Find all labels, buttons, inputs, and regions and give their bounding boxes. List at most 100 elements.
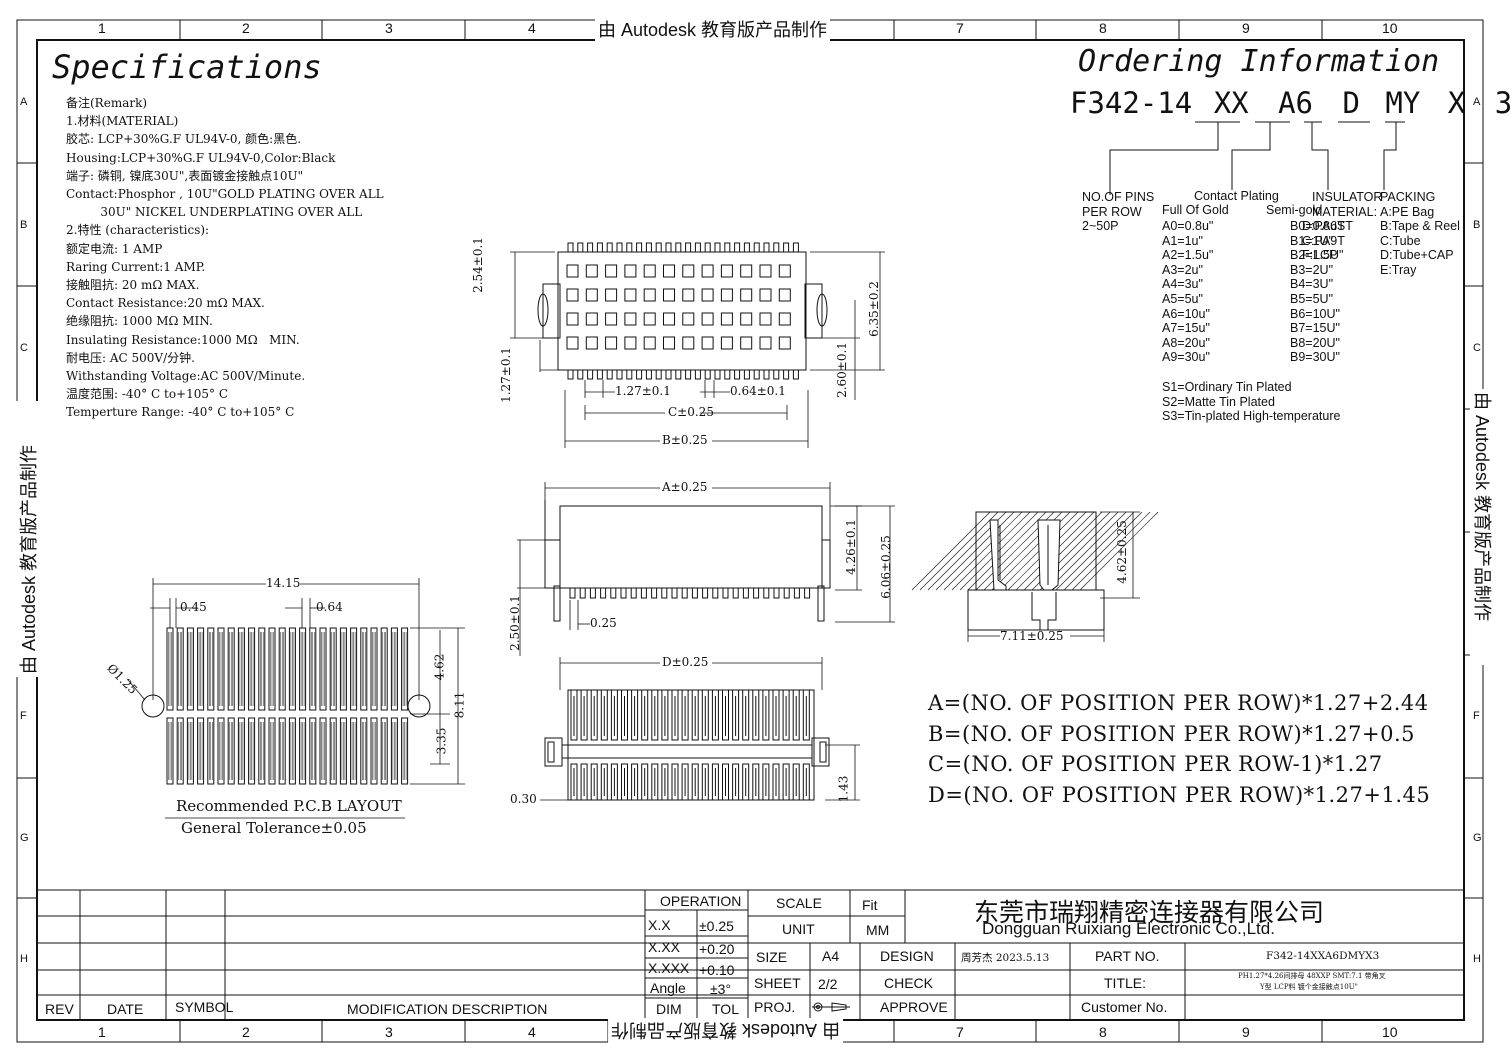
- top-pin: [645, 369, 652, 380]
- pcb-title: Recommended P.C.B LAYOUT: [176, 797, 402, 815]
- top-view-dims: [510, 251, 885, 448]
- cavity-square: [740, 312, 753, 326]
- pcb-pad: [197, 627, 205, 711]
- bottom-contact: [621, 763, 628, 801]
- ordering-leaders: [1109, 121, 1405, 195]
- ordering-insulator: INSULATOR MATERIAL: D:PA6T C:PA9T F:LCP: [1302, 190, 1382, 263]
- side-pin: [783, 587, 790, 599]
- cavity-square: [605, 264, 618, 278]
- ruler-top-10: 10: [1382, 20, 1398, 36]
- cavity-square: [663, 264, 675, 278]
- bottom-contact: [621, 689, 628, 741]
- cavity-square: [566, 264, 579, 278]
- dim-1-27-vertical: 1.27±0.1: [498, 347, 513, 403]
- pcb-pad: [319, 717, 327, 785]
- pcb-pad: [360, 717, 368, 785]
- top-pin: [636, 369, 643, 380]
- cavity-square: [682, 336, 695, 350]
- ordering-plating-header: Contact Plating: [1194, 189, 1279, 203]
- formula-a: A=(NO. OF POSITION PER ROW)*1.27+2.44: [928, 691, 1429, 715]
- bottom-contact: [671, 689, 679, 741]
- cavity-square: [682, 264, 695, 278]
- top-pin: [734, 369, 741, 380]
- ordering-insulator-line: C:PA9T: [1302, 233, 1345, 248]
- bottom-contact: [631, 689, 639, 741]
- spec-line: Insulating Resistance:1000 MΩ MIN.: [66, 332, 300, 347]
- side-pin: [600, 587, 607, 599]
- pcb-pad: [288, 717, 296, 785]
- bottom-contact: [681, 689, 689, 741]
- ruler-bottom-3: 3: [385, 1024, 393, 1040]
- cavity-square: [605, 288, 618, 302]
- cavity-square: [759, 312, 772, 326]
- cavity-square: [643, 336, 656, 350]
- pcb-pad: [360, 627, 368, 711]
- top-pin: [773, 369, 780, 380]
- cavity-square: [663, 288, 675, 302]
- cavity-square: [759, 336, 772, 350]
- bottom-contact: [752, 689, 760, 741]
- spec-line: 接触阻抗: 20 mΩ MAX.: [66, 278, 200, 293]
- top-pin: [587, 369, 594, 380]
- pcb-pad: [350, 717, 358, 785]
- pcb-pad: [207, 627, 215, 711]
- pcb-pad: [370, 717, 378, 785]
- tb-xxxx-tol: +0.10: [699, 962, 735, 978]
- cavity-square: [682, 312, 695, 326]
- bottom-contact: [631, 763, 639, 801]
- ordering-packing-line: E:Tray: [1380, 262, 1417, 277]
- bottom-contact: [570, 763, 578, 801]
- plating-option: A2=1.5u": [1162, 248, 1214, 263]
- top-pin: [665, 369, 672, 380]
- side-pin: [793, 587, 800, 599]
- watermark-bottom: 由 Autodesk 教育版产品制作: [608, 1018, 844, 1044]
- cavity-square: [643, 264, 656, 278]
- watermark-top: 由 Autodesk 教育版产品制作: [595, 16, 831, 42]
- side-pin: [579, 587, 586, 599]
- side-pin: [620, 587, 627, 599]
- ordering-packing: PACKING A:PE Bag B:Tape & Reel C:Tube D:…: [1380, 190, 1460, 278]
- ordering-packing-line: B:Tape & Reel: [1380, 219, 1460, 234]
- pcb-pad: [248, 717, 256, 785]
- bottom-contact: [722, 763, 729, 801]
- pcb-pad: [217, 627, 225, 711]
- plating-option: B5=5U": [1290, 291, 1334, 306]
- pcb-pad: [268, 717, 276, 785]
- plating-option: B4=3U": [1290, 277, 1334, 292]
- ruler-bottom-1: 1: [98, 1024, 106, 1040]
- pcb-pad: [186, 627, 194, 711]
- tin-option: S2=Matte Tin Plated: [1162, 394, 1275, 409]
- bottom-contact: [701, 763, 709, 801]
- plating-option: B0=0.8uST: [1290, 219, 1353, 233]
- specifications-list: 备注(Remark)1.材料(MATERIAL)胶芯: LCP+30%G.F U…: [66, 94, 384, 422]
- top-pin: [743, 369, 750, 380]
- pcb-pad: [288, 627, 296, 711]
- dim-2-54: 2.54±0.1: [470, 237, 485, 293]
- cavity-square: [740, 288, 753, 302]
- ordering-plating-left-list: A0=0.8u"A1=1u"A2=1.5u"A3=2u"A4=3u"A5=5u"…: [1162, 219, 1213, 365]
- cavity-square: [585, 264, 598, 278]
- ruler-bottom-2: 2: [242, 1024, 250, 1040]
- spec-line: 耐电压: AC 500V/分钟.: [66, 350, 195, 365]
- dim-b: B±0.25: [662, 433, 708, 447]
- pcb-pad: [237, 627, 245, 711]
- ruler-left-b: B: [20, 219, 28, 231]
- cavity-square: [663, 312, 675, 326]
- plating-option: A3=2u": [1162, 262, 1203, 277]
- dim-4-62-pcb: 4.62: [432, 653, 447, 681]
- ordering-pins-line: PER ROW: [1082, 204, 1142, 219]
- bottom-contact: [590, 689, 598, 741]
- pcb-pad: [319, 627, 327, 711]
- top-pin: [685, 242, 692, 253]
- pcb-pad: [258, 627, 266, 711]
- hatch-line: [1063, 511, 1143, 591]
- side-pin: [804, 587, 811, 599]
- plating-option: A9=30u": [1162, 350, 1210, 365]
- tb-sheet: SHEET: [754, 975, 801, 991]
- ruler-top-8: 8: [1099, 20, 1107, 36]
- tb-sheet-val: 2/2: [818, 976, 838, 992]
- pcb-pad: [390, 717, 398, 785]
- tb-date: DATE: [107, 1001, 144, 1017]
- top-pin: [596, 242, 603, 253]
